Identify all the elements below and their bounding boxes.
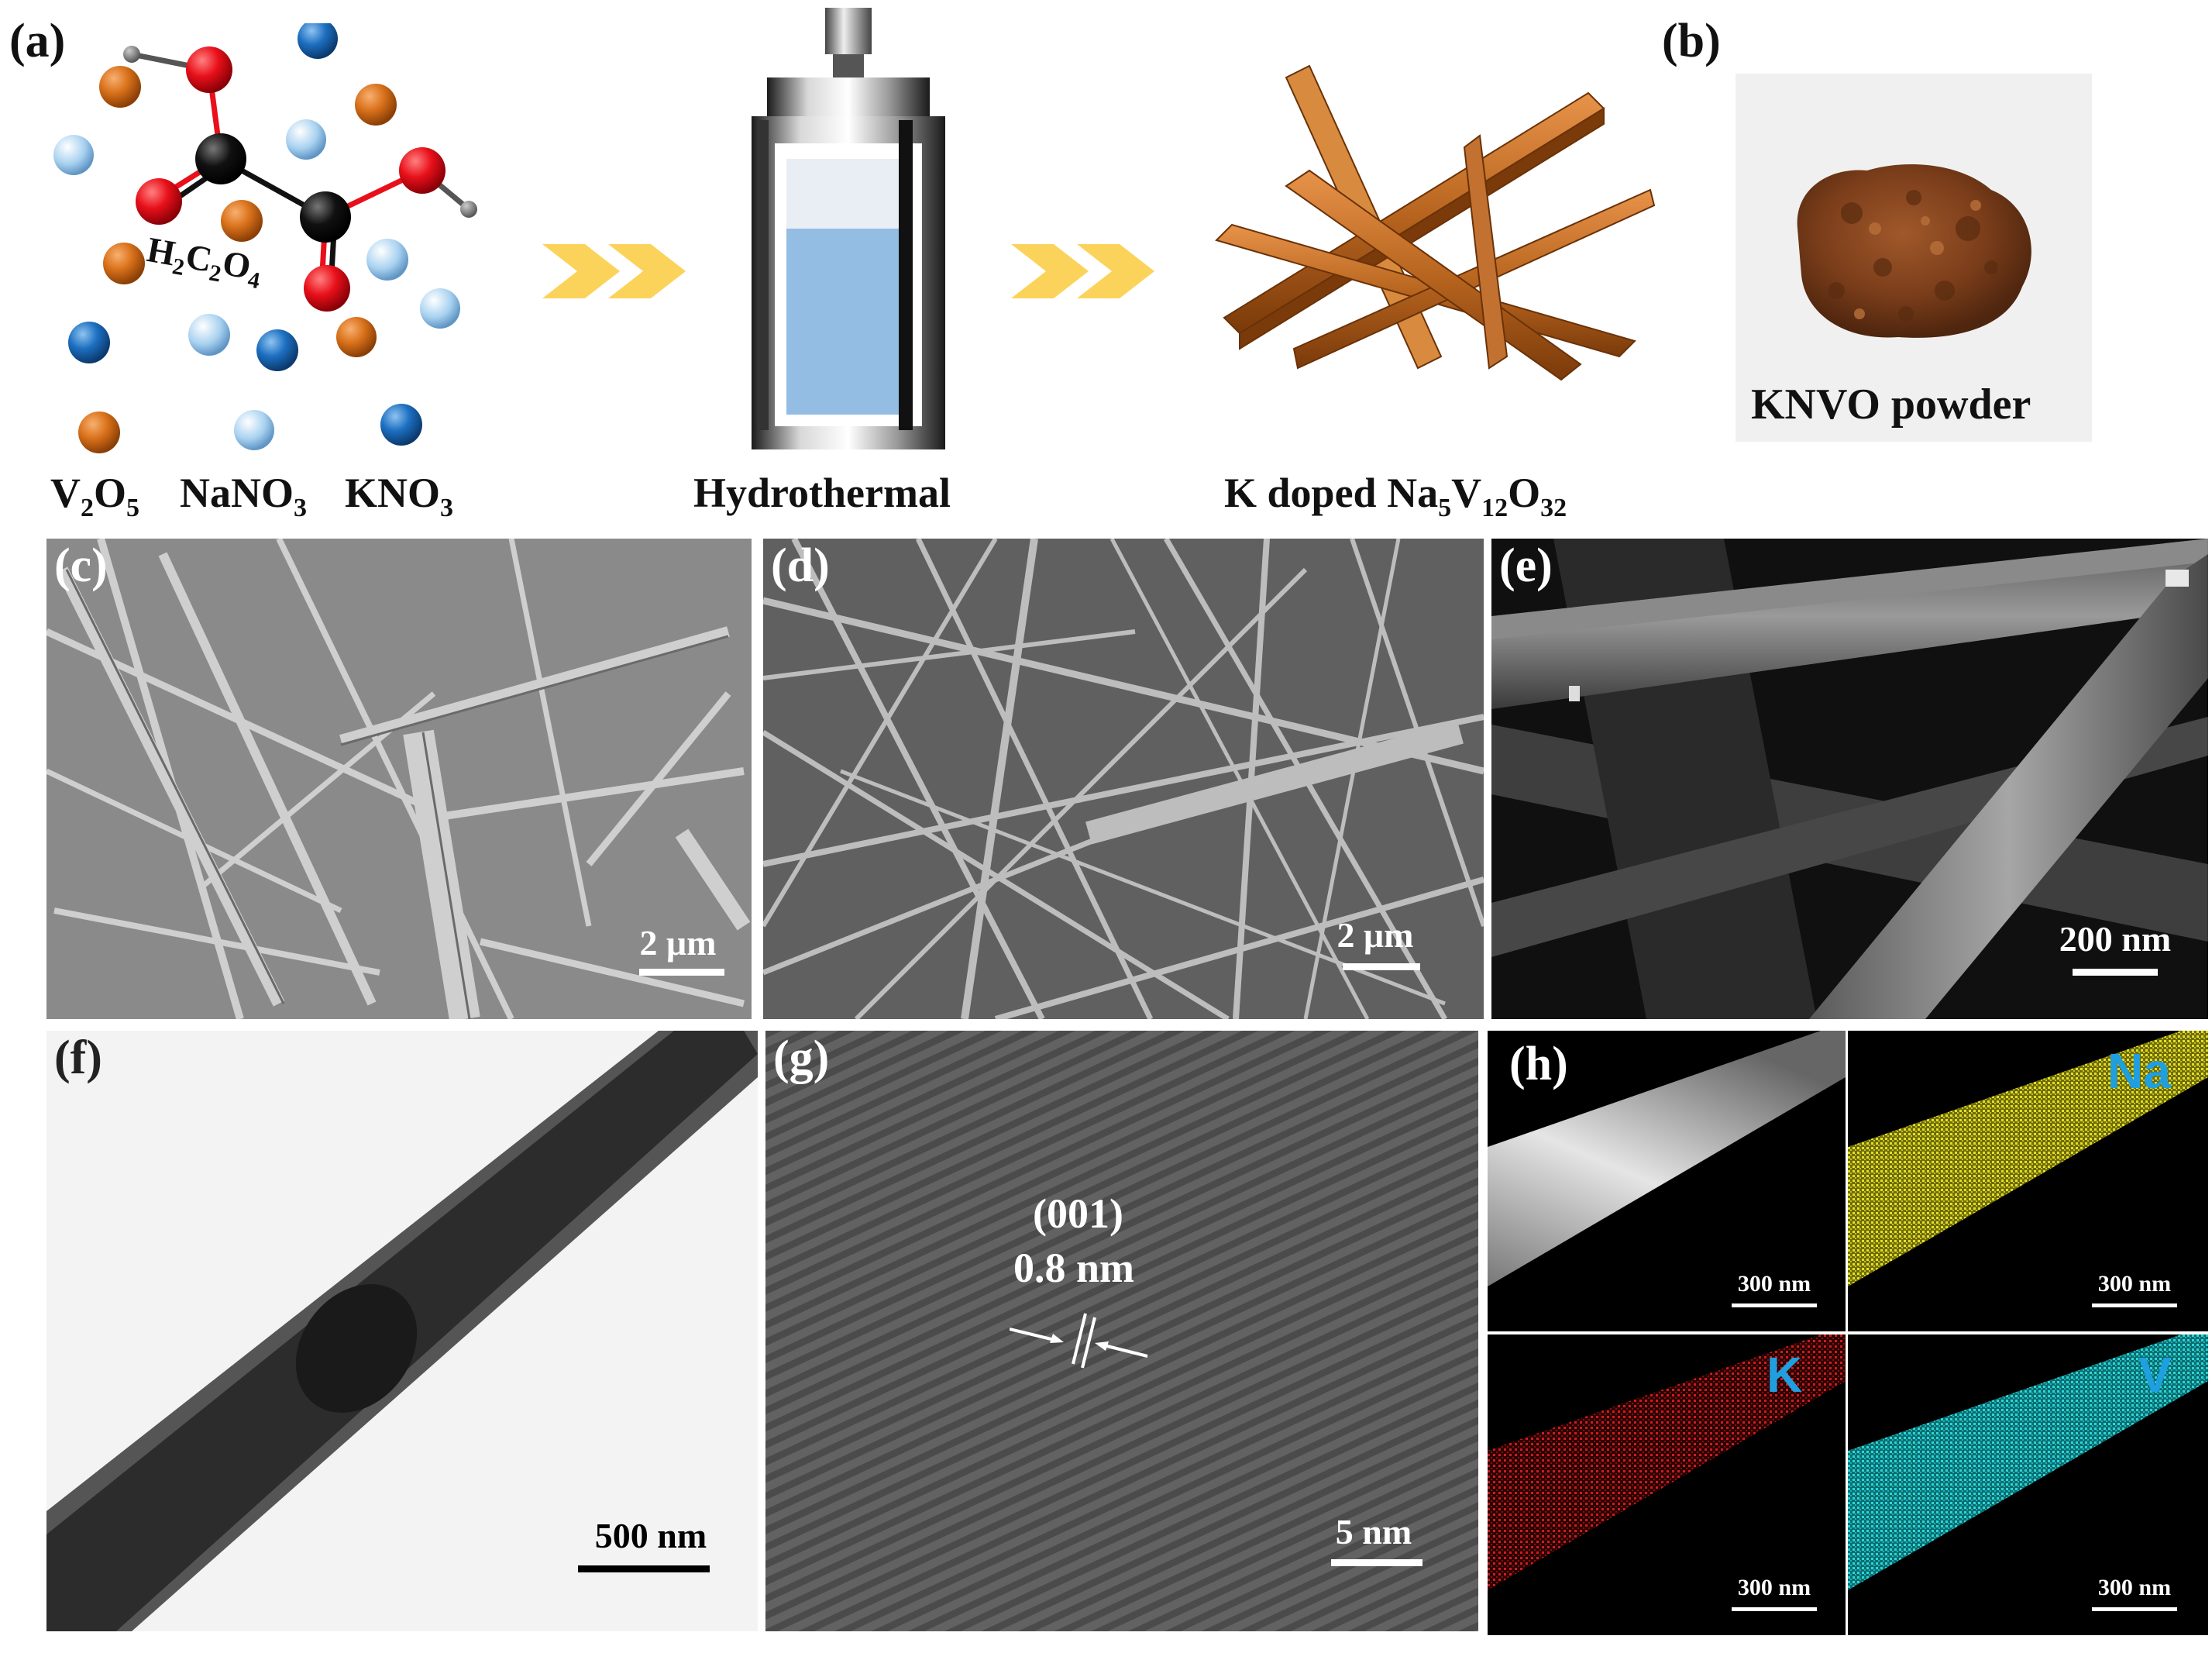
lattice-spacing-label: 0.8 nm [1013,1245,1135,1291]
reactant-label-v2o5: V2O5 [50,470,140,522]
scale-bar-d [1343,963,1420,970]
lattice-plane-label: (001) [1033,1190,1123,1237]
panel-label-e: (e) [1499,539,1553,592]
scale-bar-e [2073,969,2158,976]
scale-bar-label-d: 2 μm [1336,915,1414,955]
scale-bar-label-c: 2 μm [639,923,717,963]
k-element-label: K [1767,1347,1803,1403]
scale-bar-label-f: 500 nm [594,1516,707,1555]
panel-label-b: (b) [1662,15,1721,67]
hydrothermal-label: Hydrothermal [693,470,951,516]
process-arrow-2 [1011,236,1166,310]
reactant-molecule-illustration [31,19,527,457]
hrtem-image-g: (g) (001) 0.8 nm 5 nm [765,1031,1478,1631]
lattice-spacing-indicator [1009,1306,1149,1379]
scale-bar-h2 [2092,1303,2177,1307]
powder-photo: KNVO powder [1736,74,2092,442]
scale-bar-c [639,969,724,976]
nanorod-product-illustration [1209,62,1658,395]
panel-label-f: (f) [54,1031,102,1084]
process-arrow-1 [542,236,697,310]
tem-image-f: (f) 500 nm [46,1031,758,1631]
panel-label-g: (g) [773,1031,830,1084]
sem-image-c: (c) 2 μm [46,539,752,1019]
haadf-image-h: (h) 300 nm [1488,1031,1846,1331]
sem-image-e: (e) 200 nm [1491,539,2208,1019]
scale-bar-label-g: 5 nm [1335,1512,1412,1551]
scale-bar-h3 [1732,1607,1817,1611]
sem-image-d: (d) 2 μm [763,539,1484,1019]
na-element-label: Na [2107,1043,2171,1099]
scale-bar-label-e: 200 nm [2059,919,2172,959]
panel-label-c: (c) [54,539,108,592]
scale-bar-label-h4: 300 nm [2097,1575,2172,1600]
scale-bar-label-h3: 300 nm [1737,1575,1811,1600]
panel-label-d: (d) [771,539,830,592]
scale-bar-g [1331,1559,1422,1566]
scale-bar-label-h2: 300 nm [2097,1271,2172,1297]
panel-label-h: (h) [1509,1038,1568,1090]
scale-bar-f [578,1565,710,1572]
v-element-label: V [2138,1347,2172,1403]
panel-label-a: (a) [9,15,66,67]
eds-map-k: K 300 nm [1488,1334,1846,1635]
eds-map-na: Na 300 nm [1848,1031,2208,1331]
reactant-label-nano3: NaNO3 [180,470,307,522]
scale-bar-h4 [2092,1607,2177,1611]
reactant-label-kno3: KNO3 [345,470,454,522]
scale-bar-h1 [1732,1303,1817,1307]
powder-label: KNVO powder [1751,381,2031,429]
product-label: K doped Na5V12O32 [1224,470,1567,522]
autoclave-illustration [744,8,953,449]
scale-bar-label-h1: 300 nm [1737,1271,1811,1297]
eds-map-v: V 300 nm [1848,1334,2208,1635]
